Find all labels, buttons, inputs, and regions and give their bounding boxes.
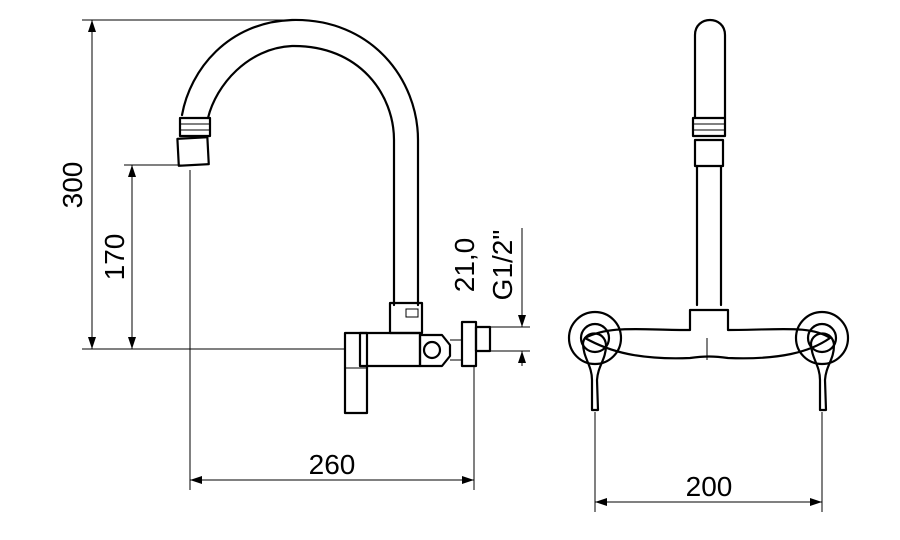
dim-label-200: 200 bbox=[686, 471, 733, 502]
spout-outer bbox=[180, 18, 420, 307]
dim-label-260: 260 bbox=[309, 449, 356, 480]
side-view bbox=[176, 18, 492, 415]
aerator-ring bbox=[178, 116, 212, 138]
dim-label-300: 300 bbox=[57, 162, 88, 209]
wall-escutcheon bbox=[460, 320, 478, 368]
front-spout-top bbox=[693, 19, 727, 120]
connector-nut bbox=[418, 333, 452, 368]
aerator-outlet bbox=[176, 136, 210, 167]
dim-label-connection: 21,0 bbox=[449, 238, 480, 293]
front-nut bbox=[693, 138, 725, 168]
handle-side bbox=[343, 331, 369, 415]
right-flange bbox=[794, 310, 850, 366]
front-view bbox=[567, 19, 850, 412]
dim-label-thread: G1/2" bbox=[487, 230, 518, 301]
spout-inner bbox=[206, 44, 396, 307]
front-body bbox=[583, 308, 832, 360]
spout-collar bbox=[388, 301, 424, 335]
valve-body bbox=[358, 331, 422, 368]
left-flange bbox=[567, 310, 623, 366]
left-lever bbox=[581, 332, 608, 412]
right-lever bbox=[809, 332, 836, 412]
front-aerator-ring bbox=[691, 116, 727, 138]
dimension-lines bbox=[82, 19, 823, 512]
dim-label-170: 170 bbox=[99, 234, 130, 281]
dimension-labels: 300 170 21,0 G1/2" 260 200 bbox=[57, 162, 732, 502]
